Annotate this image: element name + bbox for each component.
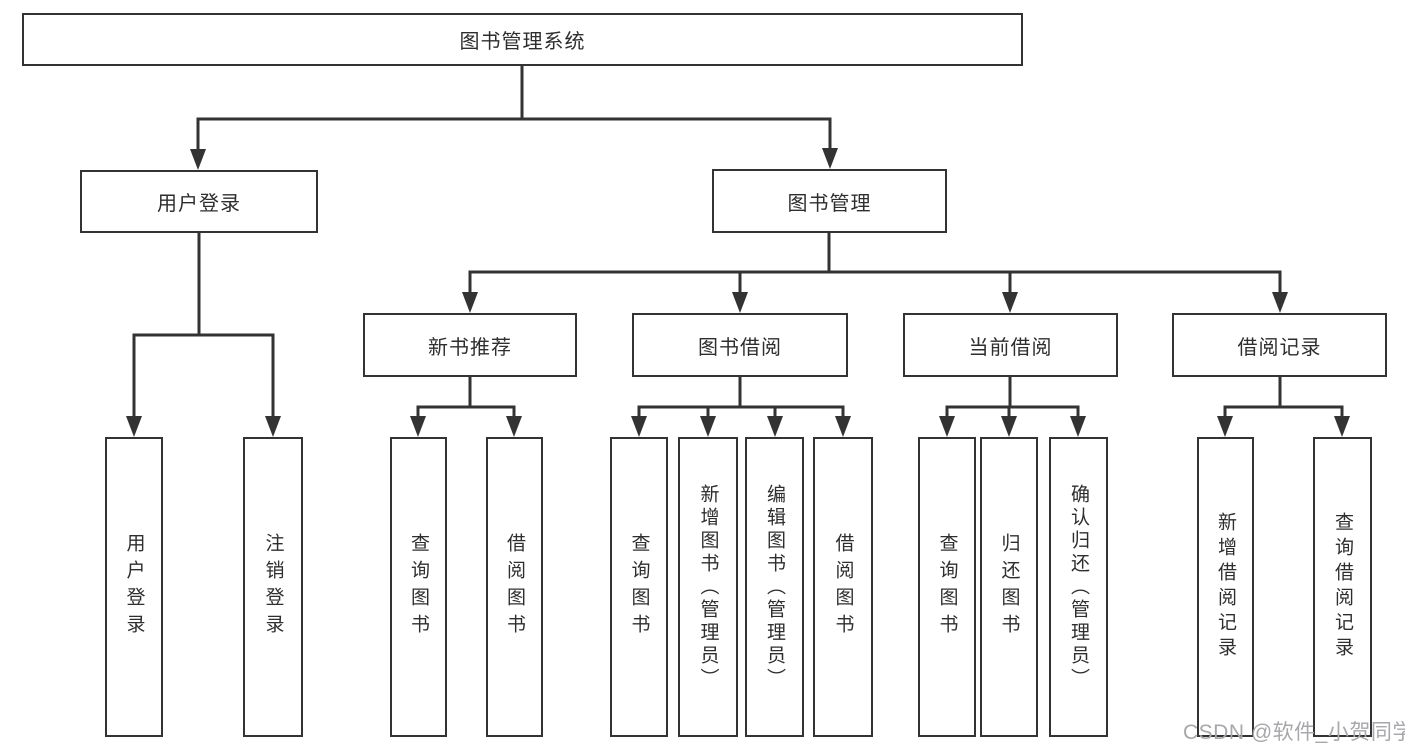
arrowhead — [126, 416, 142, 437]
leaf-nbr-borrow: 借阅图书 — [486, 437, 543, 737]
leaf-cb-return-label: 归还图书 — [998, 533, 1020, 641]
node-borrow-records-label: 借阅记录 — [1237, 336, 1322, 359]
node-book-mgmt-label: 图书管理 — [787, 192, 872, 215]
arrowhead — [1001, 416, 1017, 437]
arrowhead — [939, 416, 955, 437]
arrowhead — [700, 416, 716, 437]
arrowhead — [1002, 292, 1018, 313]
node-current-borrow-label: 当前借阅 — [968, 336, 1053, 359]
arrowhead — [835, 416, 851, 437]
node-current-borrow: 当前借阅 — [903, 313, 1118, 377]
arrowhead — [1334, 416, 1350, 437]
leaf-br-query-label: 查询借阅记录 — [1332, 512, 1353, 662]
arrowhead — [822, 148, 838, 169]
leaf-br-add: 新增借阅记录 — [1197, 437, 1254, 737]
leaf-br-add-label: 新增借阅记录 — [1215, 512, 1236, 662]
leaf-cb-confirm-label: 确认归还（管理员） — [1068, 483, 1089, 691]
arrowhead — [1272, 292, 1288, 313]
leaf-bb-borrow-label: 借阅图书 — [832, 533, 854, 641]
node-root-label: 图书管理系统 — [459, 31, 586, 53]
arrowhead — [1070, 416, 1086, 437]
arrowhead — [410, 416, 426, 437]
leaf-bb-borrow: 借阅图书 — [813, 437, 873, 737]
node-root: 图书管理系统 — [22, 13, 1023, 66]
arrowhead — [265, 416, 281, 437]
node-user-login: 用户登录 — [80, 170, 318, 233]
leaf-cb-query: 查询图书 — [918, 437, 976, 737]
leaf-logout: 注销登录 — [243, 437, 303, 737]
arrowhead — [462, 292, 478, 313]
node-book-mgmt: 图书管理 — [712, 169, 947, 233]
node-new-book-rec-label: 新书推荐 — [428, 336, 512, 359]
leaf-logout-label: 注销登录 — [262, 533, 284, 641]
arrowhead — [767, 416, 783, 437]
leaf-bb-add: 新增图书（管理员） — [678, 437, 738, 737]
node-user-login-label: 用户登录 — [157, 193, 241, 215]
arrowhead — [1217, 416, 1233, 437]
leaf-nbr-query-label: 查询图书 — [408, 533, 429, 641]
csdn-watermark: CSDN @软件_小贺同学 — [1183, 721, 1405, 744]
leaf-bb-query-label: 查询图书 — [628, 533, 650, 641]
leaf-bb-edit-label: 编辑图书（管理员） — [764, 483, 785, 691]
leaf-br-query: 查询借阅记录 — [1313, 437, 1372, 737]
leaf-bb-edit: 编辑图书（管理员） — [745, 437, 804, 737]
arrowhead — [190, 149, 206, 170]
leaf-nbr-query: 查询图书 — [390, 437, 447, 737]
leaf-bb-query: 查询图书 — [610, 437, 668, 737]
leaf-cb-confirm: 确认归还（管理员） — [1049, 437, 1108, 737]
arrowhead — [732, 292, 748, 313]
leaf-cb-query-label: 查询图书 — [936, 533, 958, 641]
leaf-nbr-borrow-label: 借阅图书 — [504, 533, 525, 641]
leaf-bb-add-label: 新增图书（管理员） — [697, 483, 719, 691]
leaf-user-login-label: 用户登录 — [123, 533, 145, 641]
node-new-book-rec: 新书推荐 — [363, 313, 577, 377]
node-book-borrow-label: 图书借阅 — [698, 336, 782, 359]
node-borrow-records: 借阅记录 — [1172, 313, 1387, 377]
leaf-user-login: 用户登录 — [105, 437, 163, 737]
leaf-cb-return: 归还图书 — [980, 437, 1038, 737]
node-book-borrow: 图书借阅 — [632, 313, 848, 377]
arrowhead — [506, 416, 522, 437]
arrowhead — [631, 416, 647, 437]
